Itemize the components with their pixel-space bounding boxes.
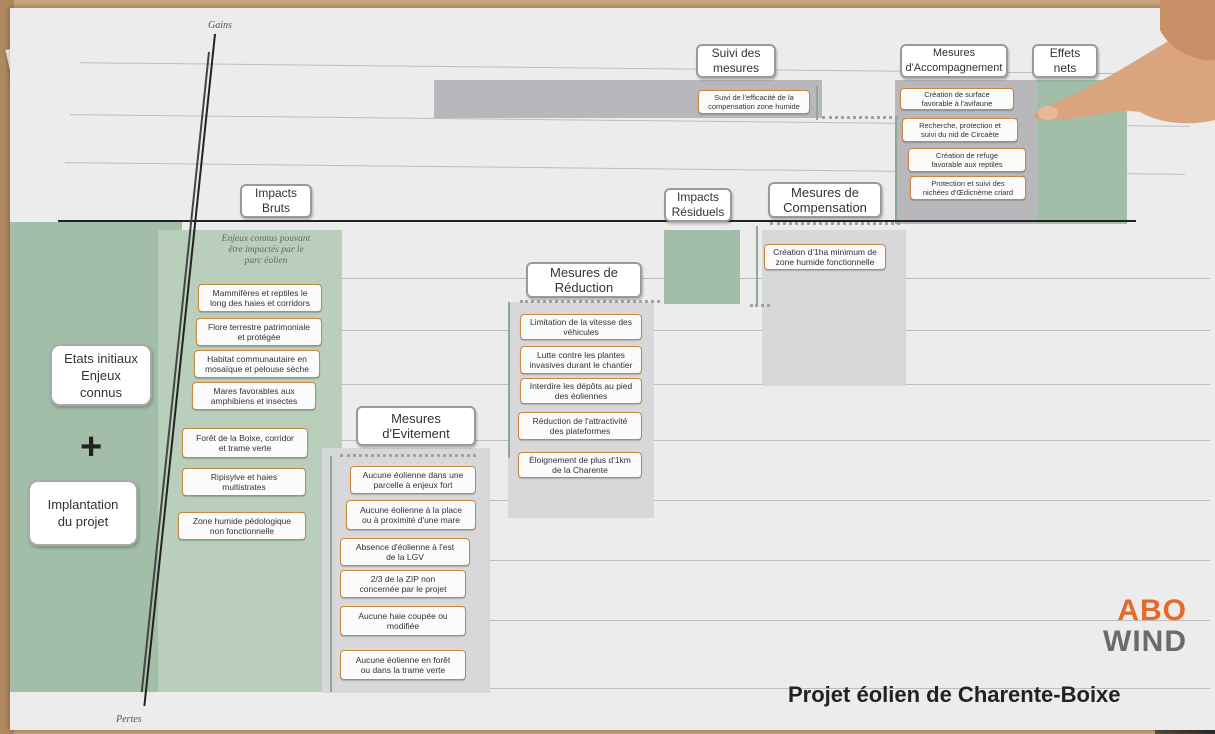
arrow-suivi xyxy=(816,86,818,120)
list-item: Recherche, protection et suivi du nid de… xyxy=(902,118,1018,142)
title-mesures-accompagnement: Mesures d'Accompagnement xyxy=(900,44,1008,78)
card-etats-initiaux: Etats initiaux Enjeux connus xyxy=(50,344,152,406)
intro-enjeux: Enjeux connus pouvant être impactés par … xyxy=(221,234,311,266)
arrow-accompagnement xyxy=(895,116,897,224)
list-item: Interdire les dépôts au pied des éolienn… xyxy=(520,378,642,404)
list-item: Aucune éolienne dans une parcelle à enje… xyxy=(350,466,476,494)
grid-line xyxy=(60,620,1210,621)
list-item: Réduction de l'attractivité des platefor… xyxy=(518,412,642,440)
project-title: Projet éolien de Charente-Boixe xyxy=(788,682,1121,707)
axis-label-pertes: Pertes xyxy=(116,714,142,725)
list-item: 2/3 de la ZIP non concernée par le proje… xyxy=(340,570,466,598)
list-item: Création de refuge favorable aux reptile… xyxy=(908,148,1026,172)
list-item: Absence d'éolienne à l'est de la LGV xyxy=(340,538,470,566)
card-implantation-projet: Implantation du projet xyxy=(28,480,138,546)
list-item: Éloignement de plus d'1km de la Charente xyxy=(518,452,642,478)
pointing-hand xyxy=(1034,0,1215,124)
list-item: Ripisylve et haies multistrates xyxy=(182,468,306,496)
title-suivi-mesures: Suivi des mesures xyxy=(696,44,776,78)
connector-dots xyxy=(340,454,476,457)
list-item: Protection et suivi des nichées d'Œdicnè… xyxy=(910,176,1026,200)
axis-label-gains: Gains xyxy=(208,20,232,31)
connector-dots xyxy=(822,116,898,119)
poster-board: Gains Pertes Etats initiaux Enjeux connu… xyxy=(10,8,1215,730)
list-item: Lutte contre les plantes invasives duran… xyxy=(520,346,642,374)
list-item: Mammifères et reptiles le long des haies… xyxy=(198,284,322,312)
plus-sign: + xyxy=(80,426,103,468)
list-item: Mares favorables aux amphibiens et insec… xyxy=(192,382,316,410)
title-mesures-evitement: Mesures d'Evitement xyxy=(356,406,476,446)
connector-dots xyxy=(750,304,770,307)
title-mesures-compensation: Mesures de Compensation xyxy=(768,182,882,218)
connector-dots xyxy=(770,222,900,225)
list-item: Flore terrestre patrimoniale et protégée xyxy=(196,318,322,346)
grid-line xyxy=(60,688,1210,689)
brand-wind: WIND xyxy=(1103,625,1187,658)
residuels-band xyxy=(664,230,740,304)
grid-line xyxy=(60,560,1210,561)
title-impacts-residuels: Impacts Résiduels xyxy=(664,188,732,222)
title-impacts-bruts: Impacts Bruts xyxy=(240,184,312,218)
list-item: Suivi de l'efficacité de la compensation… xyxy=(698,90,810,114)
list-item: Aucune haie coupée ou modifiée xyxy=(340,606,466,636)
list-item: Création d'1ha minimum de zone humide fo… xyxy=(764,244,886,270)
list-item: Aucune éolienne à la place ou à proximit… xyxy=(346,500,476,530)
list-item: Création de surface favorable à l'avifau… xyxy=(900,88,1014,110)
arrow-reduction xyxy=(508,302,510,458)
zero-axis xyxy=(58,220,1136,222)
arrow-evitement xyxy=(330,456,332,692)
list-item: Zone humide pédologique non fonctionnell… xyxy=(178,512,306,540)
list-item: Forêt de la Boixe, corridor et trame ver… xyxy=(182,428,308,458)
title-mesures-reduction: Mesures de Réduction xyxy=(526,262,642,298)
brand-abo: ABO xyxy=(1117,594,1187,627)
list-item: Limitation de la vitesse des véhicules xyxy=(520,314,642,340)
list-item: Aucune éolienne en forêt ou dans la tram… xyxy=(340,650,466,680)
list-item: Habitat communautaire en mosaïque et pel… xyxy=(194,350,320,378)
title-effets-nets: Effets nets xyxy=(1032,44,1098,78)
arrow-compensation xyxy=(756,226,758,306)
connector-dots xyxy=(520,300,660,303)
